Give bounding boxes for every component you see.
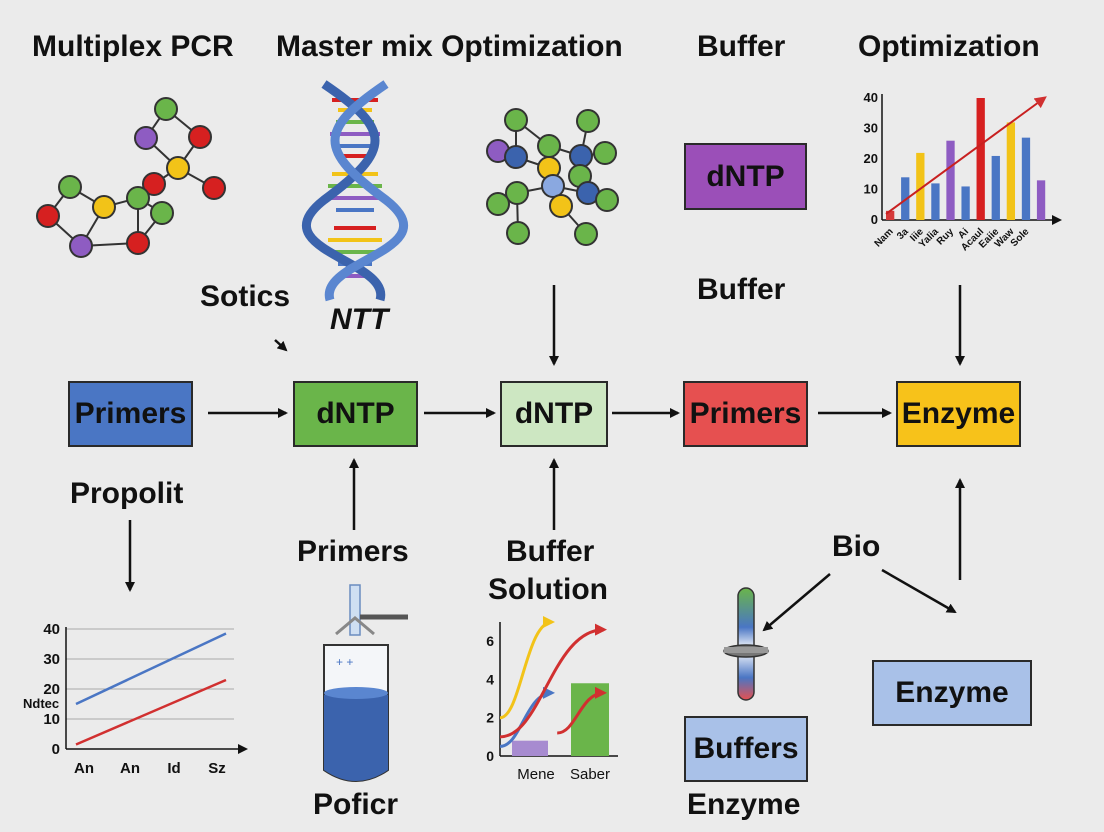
mini-chart-x-tick: Saber [570, 766, 610, 783]
dna-helix-icon [301, 80, 409, 302]
label-primers-lower: Primers [297, 535, 409, 568]
bar-chart-bar [1021, 137, 1031, 220]
mini-chart-y-tick: 4 [486, 671, 494, 687]
line-chart-x-tick: An [74, 760, 94, 777]
line-chart-y-tick: 0 [52, 741, 60, 758]
line-chart-series [75, 632, 227, 706]
svg-text:+ +: + + [336, 655, 353, 669]
bar-chart-bar [976, 98, 985, 220]
bar-chart-bar [931, 183, 940, 220]
bar-chart-y-tick: 30 [864, 121, 878, 136]
bar-chart-bar [1006, 122, 1016, 220]
mini-chart-series [499, 616, 555, 720]
line-chart-y-tick: 30 [43, 651, 60, 668]
title-master-mix: Master mix Optimization [276, 30, 623, 63]
line-chart-x-tick: An [120, 760, 140, 777]
dntp-box-top: dNTP [684, 143, 807, 210]
bar-chart-x-tick: Sole [1009, 226, 1032, 249]
line-chart-y-label: Ndtec [23, 696, 59, 711]
bar-chart-y-tick: 10 [864, 182, 878, 197]
line-chart-y-tick: 40 [43, 621, 60, 638]
beaker-icon: + + [323, 584, 408, 782]
bar-chart-bar [916, 152, 925, 220]
title-optimization: Optimization [858, 30, 1040, 63]
mini-chart-y-tick: 6 [486, 633, 494, 649]
bar-chart-bar [961, 186, 970, 220]
bar-chart-x-tick: Nam [873, 226, 896, 249]
label-propolit: Propolit [70, 477, 184, 510]
line-chart-x-tick: Sz [208, 760, 226, 777]
bar-chart-x-tick: Ruy [935, 226, 956, 247]
line-chart-y-tick: 10 [43, 711, 60, 728]
label-buffer-solution-2: Solution [488, 573, 608, 606]
test-tube-icon [723, 587, 769, 701]
buffers-box: Buffers [684, 716, 808, 782]
dntp-box-light: dNTP [500, 381, 608, 447]
mini-chart-bar [512, 740, 548, 756]
mini-chart-series [556, 686, 607, 735]
enzyme-box: Enzyme [896, 381, 1021, 447]
enzyme-box-blue: Enzyme [872, 660, 1032, 726]
title-buffer: Buffer [697, 30, 786, 63]
bar-chart-bar [1036, 180, 1046, 220]
label-buffer-solution-1: Buffer [506, 535, 595, 568]
bar-chart-trend-line [885, 96, 1047, 215]
label-buffer-mid: Buffer [697, 273, 786, 306]
primers-box-red: Primers [683, 381, 808, 447]
bar-chart-bar [946, 140, 955, 220]
line-chart-y-tick: 20 [43, 681, 60, 698]
molecule-icon-left [36, 97, 226, 258]
mini-chart-series [499, 623, 607, 739]
bar-chart-bar [991, 155, 1000, 220]
title-multiplex-pcr: Multiplex PCR [32, 30, 234, 63]
bar-chart-y-tick: 20 [864, 151, 878, 166]
bar-chart-x-tick: 3a [895, 226, 911, 242]
label-bio: Bio [832, 530, 881, 563]
label-ntt: NTT [330, 303, 389, 336]
bar-chart-y-tick: 0 [871, 212, 878, 227]
label-enzyme-bottom: Enzyme [687, 788, 801, 821]
mini-chart-series [499, 686, 555, 748]
label-poficr: Poficr [313, 788, 399, 821]
molecule-icon-center [486, 108, 619, 246]
bar-chart-bar [886, 210, 895, 220]
mini-chart-y-tick: 2 [486, 710, 494, 726]
flow-arrows [125, 285, 965, 632]
label-sotics: Sotics [200, 280, 291, 313]
line-chart-x-tick: Id [167, 760, 180, 777]
primers-box: Primers [68, 381, 193, 447]
mini-chart-x-tick: Mene [517, 766, 555, 783]
bar-chart-y-tick: 40 [864, 90, 878, 105]
dntp-box: dNTP [293, 381, 418, 447]
mini-chart-y-tick: 0 [486, 748, 494, 764]
line-chart-series [75, 678, 227, 746]
